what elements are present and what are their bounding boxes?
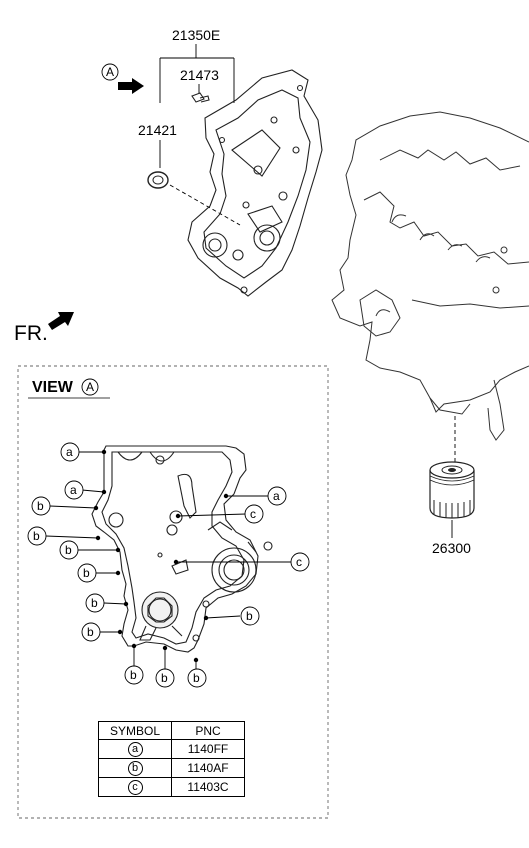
callout-b: b <box>27 526 47 546</box>
view-a-frame <box>17 365 329 819</box>
legend-pnc-cell: 11403C <box>171 777 245 797</box>
label-21473: 21473 <box>180 67 219 83</box>
bolt-markers <box>93 449 229 663</box>
view-a-title-marker <box>81 378 99 396</box>
engine-block-outline <box>331 111 529 441</box>
leader-21350e <box>159 44 235 103</box>
legend-pnc-cell: 1140FF <box>171 739 245 759</box>
view-a-arrow-icon <box>118 78 144 94</box>
svg-text:b: b <box>65 543 72 557</box>
table-row: c 11403C <box>98 777 245 797</box>
callout-c: c <box>290 552 310 572</box>
svg-text:b: b <box>33 529 40 543</box>
legend-symbol: b <box>127 761 143 776</box>
callout-b: b <box>155 668 175 688</box>
front-label: FR. <box>14 322 48 345</box>
svg-text:b: b <box>130 668 137 682</box>
callout-a: a <box>60 442 80 462</box>
svg-text:a: a <box>70 483 77 497</box>
legend-header-row: SYMBOL PNC <box>98 721 245 740</box>
callout-a: a <box>267 486 287 506</box>
symbol-legend-table: SYMBOL PNC a 1140FF b 1140AF c 11403C <box>98 721 245 797</box>
callout-a: a <box>64 480 84 500</box>
label-21421: 21421 <box>138 122 177 138</box>
callout-c: c <box>244 504 264 524</box>
callout-b: b <box>187 668 207 688</box>
label-26300: 26300 <box>432 540 471 556</box>
callout-b: b <box>124 665 144 685</box>
view-a-letter: A <box>106 65 114 79</box>
callout-b: b <box>31 496 51 516</box>
callouts: a a a b b b b b b b b b b c c <box>27 442 310 688</box>
svg-text:b: b <box>91 596 98 610</box>
callout-b: b <box>81 622 101 642</box>
legend-symbol: a <box>127 742 143 757</box>
legend-header-pnc: PNC <box>171 721 245 740</box>
legend-pnc-cell: 1140AF <box>171 758 245 778</box>
svg-text:b: b <box>246 609 253 623</box>
svg-text:a: a <box>66 445 73 459</box>
table-row: b 1140AF <box>98 758 245 778</box>
legend-symbol-cell: a <box>98 739 172 759</box>
view-a-marker: A <box>101 63 144 94</box>
oil-filter-26300 <box>429 461 475 519</box>
table-row: a 1140FF <box>98 739 245 759</box>
svg-text:b: b <box>193 671 200 685</box>
callout-b: b <box>240 606 260 626</box>
legend-symbol: c <box>127 780 143 795</box>
legend-header-symbol: SYMBOL <box>98 721 172 740</box>
legend-symbol-cell: c <box>98 777 172 797</box>
callout-b: b <box>59 540 79 560</box>
bolt-21473 <box>191 92 210 103</box>
svg-text:a: a <box>273 489 280 503</box>
callout-b: b <box>77 563 97 583</box>
view-a-title-letter: A <box>86 380 94 394</box>
svg-text:b: b <box>87 625 94 639</box>
svg-text:b: b <box>37 499 44 513</box>
seal-alignment-line <box>169 184 241 226</box>
svg-text:c: c <box>296 555 302 569</box>
front-arrow-icon <box>48 312 74 330</box>
timing-cover-21350e <box>187 69 323 297</box>
callout-b: b <box>85 593 105 613</box>
legend-symbol-cell: b <box>98 758 172 778</box>
timing-cover-rear-view <box>91 445 273 653</box>
label-21350e: 21350E <box>172 27 220 43</box>
svg-text:b: b <box>83 566 90 580</box>
callout-leaders <box>45 451 292 670</box>
svg-text:c: c <box>250 507 256 521</box>
svg-text:b: b <box>161 671 168 685</box>
oil-seal-21421 <box>147 171 169 189</box>
view-a-title: VIEW <box>32 379 74 396</box>
